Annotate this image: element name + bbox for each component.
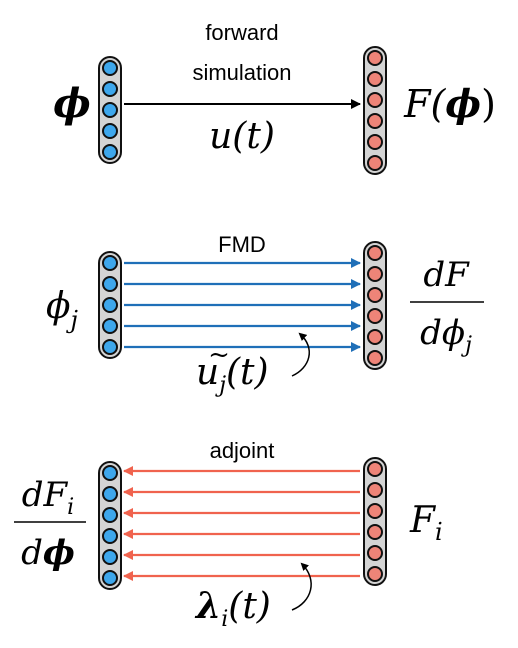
red-node: [367, 50, 383, 66]
adjoint-arrows: [123, 466, 360, 581]
blue-node: [102, 318, 118, 334]
red-node: [367, 287, 383, 303]
blue-node: [102, 60, 118, 76]
blue-node: [102, 81, 118, 97]
den-phi: ϕ: [43, 533, 75, 573]
red-node: [367, 545, 383, 561]
fmd-label: FMD: [218, 232, 266, 257]
F-i-sub: i: [435, 518, 443, 546]
lambda-arg: (t): [228, 586, 271, 627]
red-node: [367, 71, 383, 87]
F-i-symbol: Fi: [409, 500, 443, 546]
left-column-phi: [98, 56, 122, 164]
blue-node: [102, 507, 118, 523]
u-tilde-j-label: ~ uj(t): [196, 340, 269, 398]
red-node: [367, 350, 383, 366]
right-column-F: [363, 46, 387, 175]
frac-denominator: dϕj: [420, 313, 472, 358]
red-node: [367, 482, 383, 498]
blue-node: [102, 123, 118, 139]
u-of-t-label: u(t): [209, 116, 275, 157]
u-arg: (t): [226, 352, 269, 393]
forward-label-line1: forward: [205, 20, 278, 45]
column-body: [363, 241, 387, 370]
den-d: d: [420, 313, 442, 353]
blue-node: [102, 570, 118, 586]
red-node: [367, 266, 383, 282]
lambda-sub: i: [221, 607, 228, 632]
panel-fmd: FMD ϕj dF dϕj ~ uj(t): [46, 232, 484, 398]
num-dF: dF: [22, 475, 69, 515]
red-node: [367, 155, 383, 171]
num-sub: i: [67, 495, 74, 520]
red-node: [367, 566, 383, 582]
red-node: [367, 245, 383, 261]
u-tilde-pointer: [291, 332, 310, 377]
u-tilde-j-text: uj(t): [196, 352, 269, 398]
left-column-phi-j: [98, 251, 122, 359]
blue-node: [102, 255, 118, 271]
red-node: [367, 329, 383, 345]
panel-adjoint: adjoint Fi dFi dϕ λi(t): [14, 438, 443, 632]
den-phi: ϕ: [442, 313, 465, 353]
F-of-phi-label: F(ϕ): [403, 81, 496, 126]
red-node: [367, 92, 383, 108]
panel-forward: forward simulation u(t) ϕ F(ϕ): [53, 20, 496, 175]
u-tilde-tilde: ~: [208, 340, 230, 370]
red-node: [367, 134, 383, 150]
frac-numerator: dFi: [22, 475, 74, 520]
lambda-base: λ: [194, 585, 221, 627]
red-node: [367, 113, 383, 129]
blue-node: [102, 102, 118, 118]
blue-node: [102, 339, 118, 355]
phi-j-base: ϕ: [46, 286, 71, 327]
dFi-dphi-fraction: dFi dϕ: [14, 475, 86, 573]
u-base: u: [196, 352, 219, 393]
den-d: d: [21, 533, 43, 573]
blue-node: [102, 528, 118, 544]
blue-node: [102, 144, 118, 160]
left-column-dF-dphi: [98, 461, 122, 590]
phi-j-symbol: ϕj: [46, 286, 79, 334]
F-open: F(: [403, 82, 446, 126]
blue-node: [102, 465, 118, 481]
right-column-dF: [363, 241, 387, 370]
frac-denominator: dϕ: [21, 533, 75, 573]
phi-symbol: ϕ: [53, 80, 91, 127]
F-phi: ϕ: [445, 81, 481, 126]
adjoint-label: adjoint: [210, 438, 275, 463]
fmd-arrows: [124, 258, 361, 352]
blue-node: [102, 276, 118, 292]
column-body: [363, 457, 387, 586]
F-close: ): [481, 82, 496, 126]
dF-dphi-j-fraction: dF dϕj: [410, 255, 484, 358]
lambda-i-label: λi(t): [194, 585, 271, 632]
blue-node: [102, 549, 118, 565]
column-body: [363, 46, 387, 175]
red-node: [367, 503, 383, 519]
F-i-base: F: [409, 500, 437, 541]
column-body: [98, 461, 122, 590]
lambda-pointer: [291, 562, 312, 611]
red-node: [367, 461, 383, 477]
red-node: [367, 524, 383, 540]
red-node: [367, 308, 383, 324]
right-column-F-i: [363, 457, 387, 586]
blue-node: [102, 297, 118, 313]
forward-label-line2: simulation: [192, 60, 291, 85]
frac-numerator: dF: [423, 255, 470, 295]
blue-node: [102, 486, 118, 502]
